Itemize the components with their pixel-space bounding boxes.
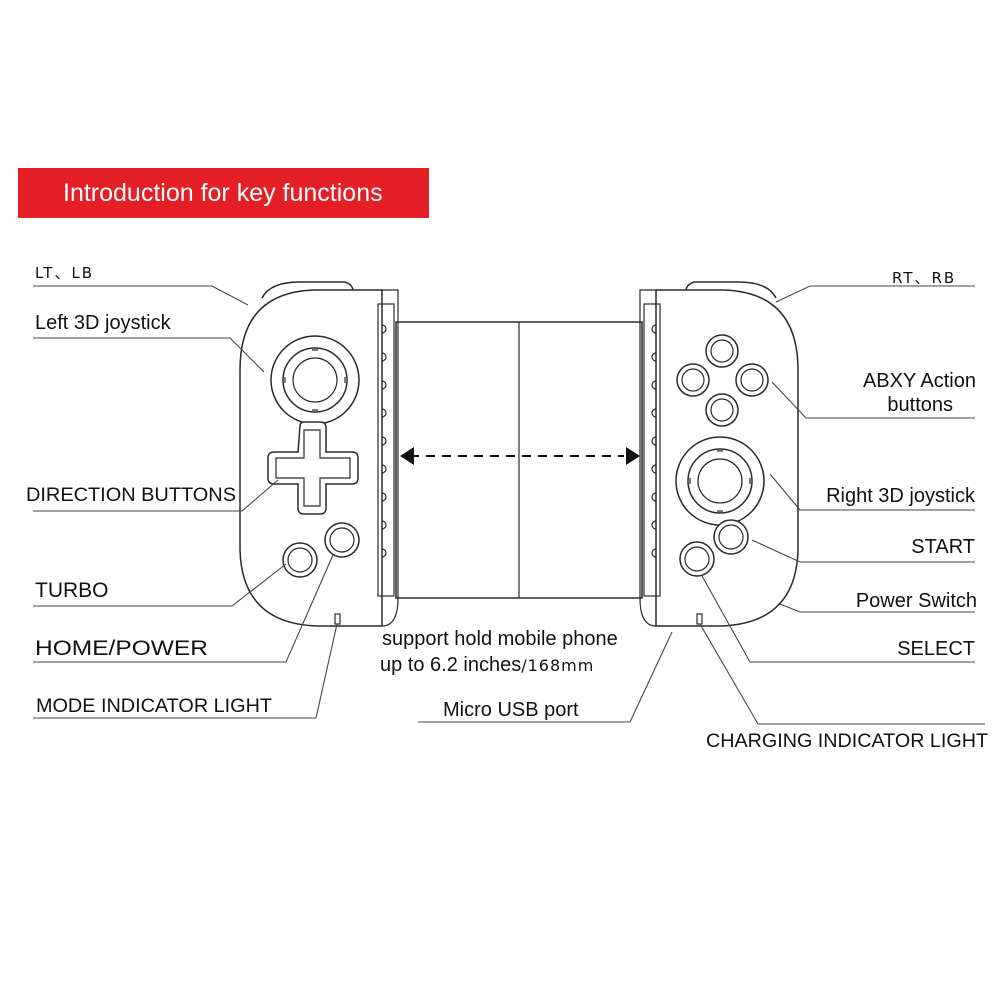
label-left-joystick: Left 3D joystick bbox=[35, 312, 172, 334]
label-micro-usb-port: Micro USB port bbox=[443, 699, 579, 721]
turbo-button-icon bbox=[282, 542, 318, 578]
label-support-line1: support hold mobile phone bbox=[382, 628, 618, 650]
label-home-power: HOME/POWER bbox=[35, 637, 208, 660]
leader-lines bbox=[33, 285, 985, 725]
title-banner: Introduction for key functions bbox=[18, 168, 429, 218]
label-direction-buttons: DIRECTION BUTTONS bbox=[26, 485, 236, 506]
left-joystick-icon bbox=[270, 335, 360, 425]
label-abxy-line2: buttons bbox=[887, 394, 953, 416]
label-rt-rb: RT、RB bbox=[892, 269, 956, 287]
home-button-icon bbox=[324, 522, 360, 558]
right-joystick-icon bbox=[675, 436, 765, 526]
label-support-mm: /168mm bbox=[521, 656, 594, 675]
label-turbo: TURBO bbox=[35, 579, 109, 602]
charging-indicator-light-icon bbox=[696, 613, 703, 625]
rail-notches bbox=[377, 303, 395, 597]
left-controller bbox=[239, 281, 399, 627]
right-controller bbox=[639, 281, 799, 627]
label-right-joystick: Right 3D joystick bbox=[826, 485, 976, 507]
label-support-size: up to 6.2 inches bbox=[380, 654, 521, 676]
double-arrow-icon bbox=[400, 447, 640, 465]
abxy-buttons-icon bbox=[676, 334, 769, 427]
label-mode-indicator-light: MODE INDICATOR LIGHT bbox=[36, 696, 272, 717]
label-lt-lb: LT、LB bbox=[35, 264, 94, 282]
label-charging-indicator-light: CHARGING INDICATOR LIGHT bbox=[706, 731, 988, 752]
label-select: SELECT bbox=[897, 638, 975, 660]
dpad-icon bbox=[267, 421, 359, 515]
rail-notches bbox=[643, 303, 661, 597]
label-power-switch: Power Switch bbox=[856, 590, 977, 612]
label-abxy-line1: ABXY Action bbox=[863, 370, 976, 392]
banner-title: Introduction for key functions bbox=[63, 179, 383, 207]
svg-text:up to 6.2 inches/168mm: up to 6.2 inches/168mm bbox=[380, 654, 594, 676]
mode-indicator-light-icon bbox=[334, 613, 341, 625]
select-button-icon bbox=[679, 541, 715, 577]
label-start: START bbox=[911, 536, 975, 558]
phone-extension-bridge bbox=[395, 321, 643, 599]
start-button-icon bbox=[713, 519, 749, 555]
